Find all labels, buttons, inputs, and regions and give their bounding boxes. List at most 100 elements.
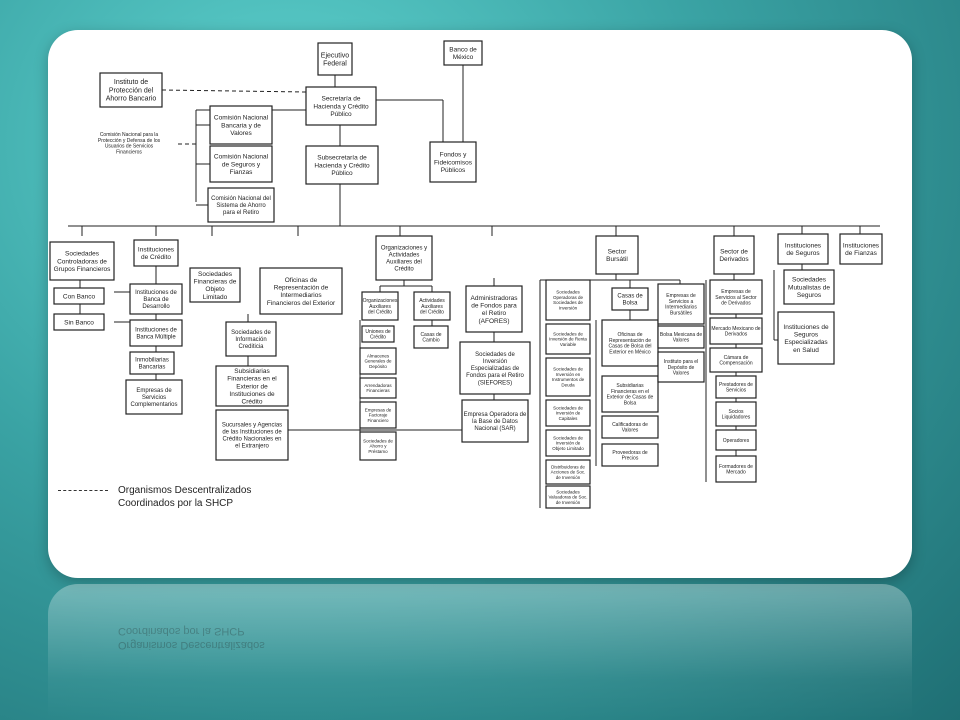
legend-dashed-line [58, 490, 108, 491]
slide-reflection: Organismos Descentralizados Coordinados … [48, 584, 912, 720]
box-con-banco: Con Banco [53, 287, 105, 305]
legend-line-1: Organismos Descentralizados [118, 485, 252, 496]
box-label: Con Banco [63, 293, 96, 300]
legend-line-2: Coordinados por la SHCP [118, 498, 234, 509]
